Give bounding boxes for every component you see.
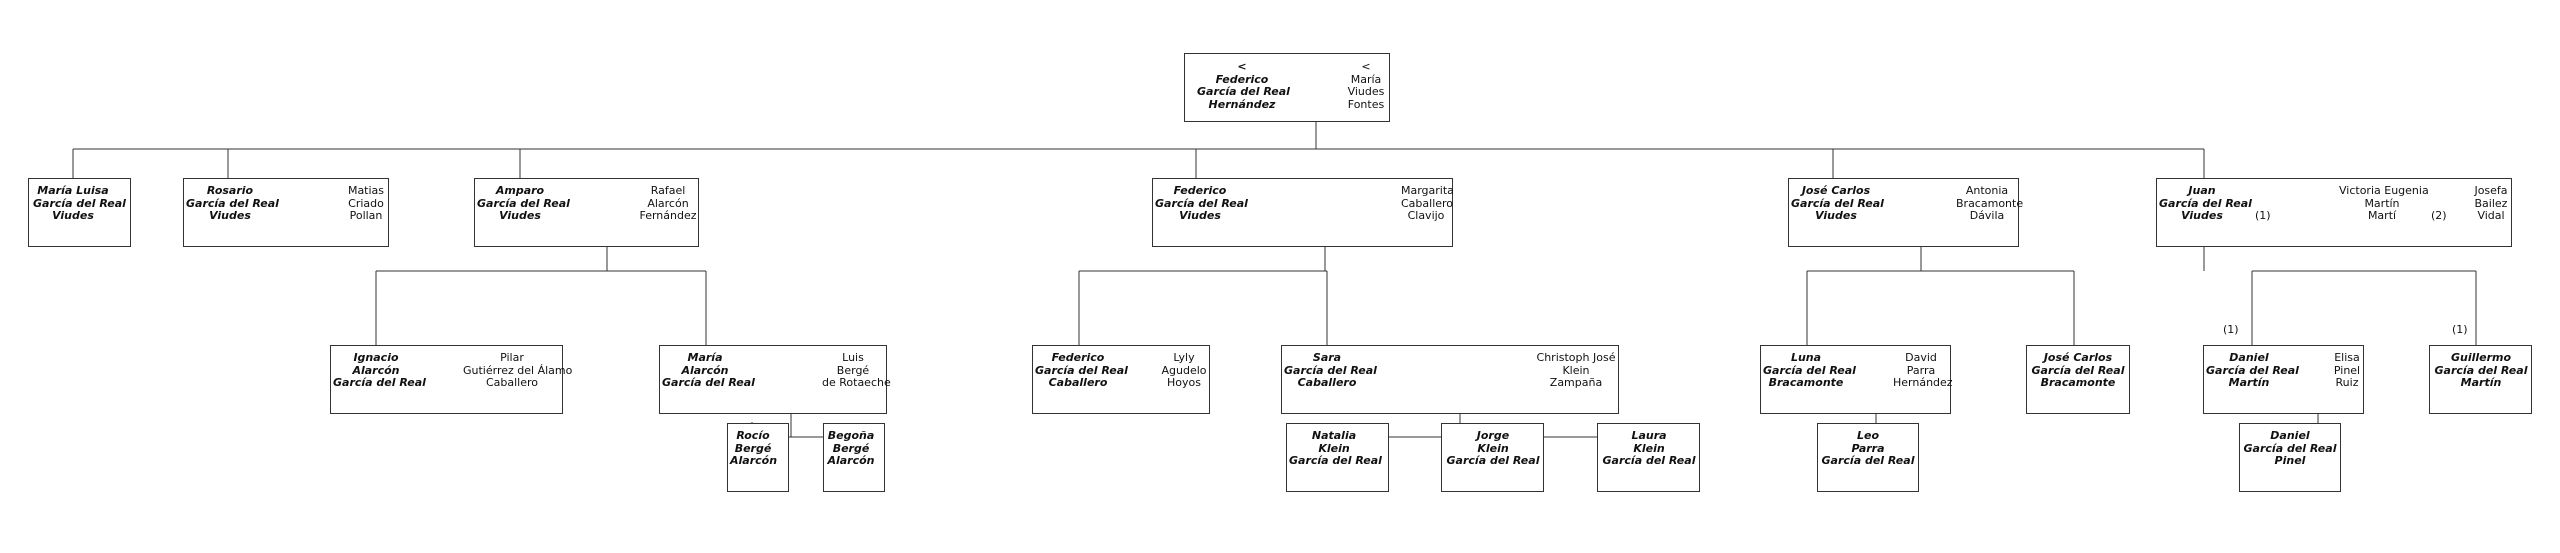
person-daniel-p-box[interactable]: Daniel García del Real Pinel [2239,423,2341,492]
person-guillermo-box[interactable]: Guillermo García del Real Martín [2429,345,2532,414]
person-federico-c-name: Federico García del Real Caballero [1035,351,1128,389]
person-luna-name: Luna García del Real Bracamonte [1763,351,1856,389]
amparo-family-line [375,247,707,345]
spouse-amparo-name: Rafael Alarcón Fernández [639,184,697,222]
spouse-rosario-name: Matias Criado Pollan [347,184,385,222]
couple-sara-box[interactable]: Sara García del Real Caballero Christoph… [1281,345,1619,414]
person-daniel-p-name: Daniel García del Real Pinel [2243,429,2337,467]
couple-federico-c-box[interactable]: Federico García del Real Caballero Lyly … [1032,345,1210,414]
person-natalia-box[interactable]: Natalia Klein García del Real [1286,423,1389,492]
person-federico-name: Federico García del Real Viudes [1155,184,1248,222]
spouse-luna-name: David Parra Hernández [1893,351,1953,389]
person-jose-carlos-b-name: José Carlos García del Real Bracamonte [2031,351,2125,389]
daniel-marker: (1) [2223,323,2239,336]
person-begona-name: Begoña Bergé Alarcón [827,429,875,467]
person-maria-luisa-box[interactable]: María Luisa García del Real Viudes [28,178,131,247]
person-maria-name: María Alarcón García del Real [662,351,755,389]
person-jorge-box[interactable]: Jorge Klein García del Real [1441,423,1544,492]
spouse-maria-name: Luis Bergé de Rotaeche [822,351,891,389]
person-leo-name: Leo Parra García del Real [1821,429,1915,467]
person-rosario-name: Rosario García del Real Viudes [186,184,279,222]
person-amparo-name: Amparo García del Real Viudes [477,184,570,222]
spouse-juan-2-name: Josefa Bailez Vidal [2474,184,2508,222]
couple-federico-box[interactable]: Federico García del Real Viudes Margarit… [1152,178,1454,247]
spouse-daniel-name: Elisa Pinel Ruiz [2333,351,2361,389]
person-daniel-name: Daniel García del Real Martín [2206,351,2299,389]
person-rocio-name: Rocío Bergé Alarcón [730,429,778,467]
couple-jose-carlos-box[interactable]: José Carlos García del Real Viudes Anton… [1788,178,2024,247]
person-juan-name: Juan García del Real Viudes [2159,184,2252,222]
spouse-federico-name: Margarita Caballero Clavijo [1401,184,1454,222]
jose-carlos-family-line [1806,247,2075,345]
root-descent-line [72,122,2205,178]
person-jose-carlos-name: José Carlos García del Real Viudes [1791,184,1884,222]
person-leo-box[interactable]: Leo Parra García del Real [1817,423,1919,492]
guillermo-marker: (1) [2452,323,2468,336]
couple-luna-box[interactable]: Luna García del Real Bracamonte David Pa… [1760,345,1953,414]
juan-family-line [2203,247,2477,345]
spouse-federico-c-name: Lyly Agudelo Hoyos [1161,351,1207,389]
person-ignacio-name: Ignacio Alarcón García del Real [333,351,426,389]
spouse-juan-1-name: Victoria Eugenia Martín Martí [2339,184,2429,222]
person-maria-luisa-name: María Luisa García del Real Viudes [33,184,126,222]
couple-amparo-box[interactable]: Amparo García del Real Viudes Rafael Ala… [474,178,699,247]
person-guillermo-name: Guillermo García del Real Martín [2434,351,2528,389]
couple-juan-box[interactable]: Juan García del Real Viudes (1) Victoria… [2156,178,2512,247]
person-rocio-box[interactable]: Rocío Bergé Alarcón [727,423,789,492]
person-jorge-name: Jorge Klein García del Real [1446,429,1540,467]
federico-family-line [1078,247,1328,345]
root-couple-box[interactable]: < Federico García del Real Hernández < M… [1184,53,1390,122]
couple-rosario-box[interactable]: Rosario García del Real Viudes Matias Cr… [183,178,389,247]
person-laura-name: Laura Klein García del Real [1602,429,1696,467]
spouse-jose-carlos-name: Antonia Bracamonte Dávila [1956,184,2024,222]
root-spouse-name: < María Viudes Fontes [1347,60,1385,111]
person-begona-box[interactable]: Begoña Bergé Alarcón [823,423,885,492]
person-natalia-name: Natalia Klein García del Real [1289,429,1382,467]
spouse-sara-name: Christoph José Klein Zampaña [1536,351,1616,389]
person-sara-name: Sara García del Real Caballero [1284,351,1377,389]
person-jose-carlos-b-box[interactable]: José Carlos García del Real Bracamonte [2026,345,2130,414]
juan-marker-2: (2) [2431,209,2447,222]
juan-marker-1: (1) [2255,209,2271,222]
person-laura-box[interactable]: Laura Klein García del Real [1597,423,1700,492]
root-person-name: < Federico García del Real Hernández [1197,60,1290,111]
couple-maria-box[interactable]: María Alarcón García del Real Luis Bergé… [659,345,891,414]
spouse-ignacio-name: Pilar Gutiérrez del Álamo Caballero [463,351,573,389]
couple-ignacio-box[interactable]: Ignacio Alarcón García del Real Pilar Gu… [330,345,573,414]
couple-daniel-box[interactable]: Daniel García del Real Martín Elisa Pine… [2203,345,2364,414]
